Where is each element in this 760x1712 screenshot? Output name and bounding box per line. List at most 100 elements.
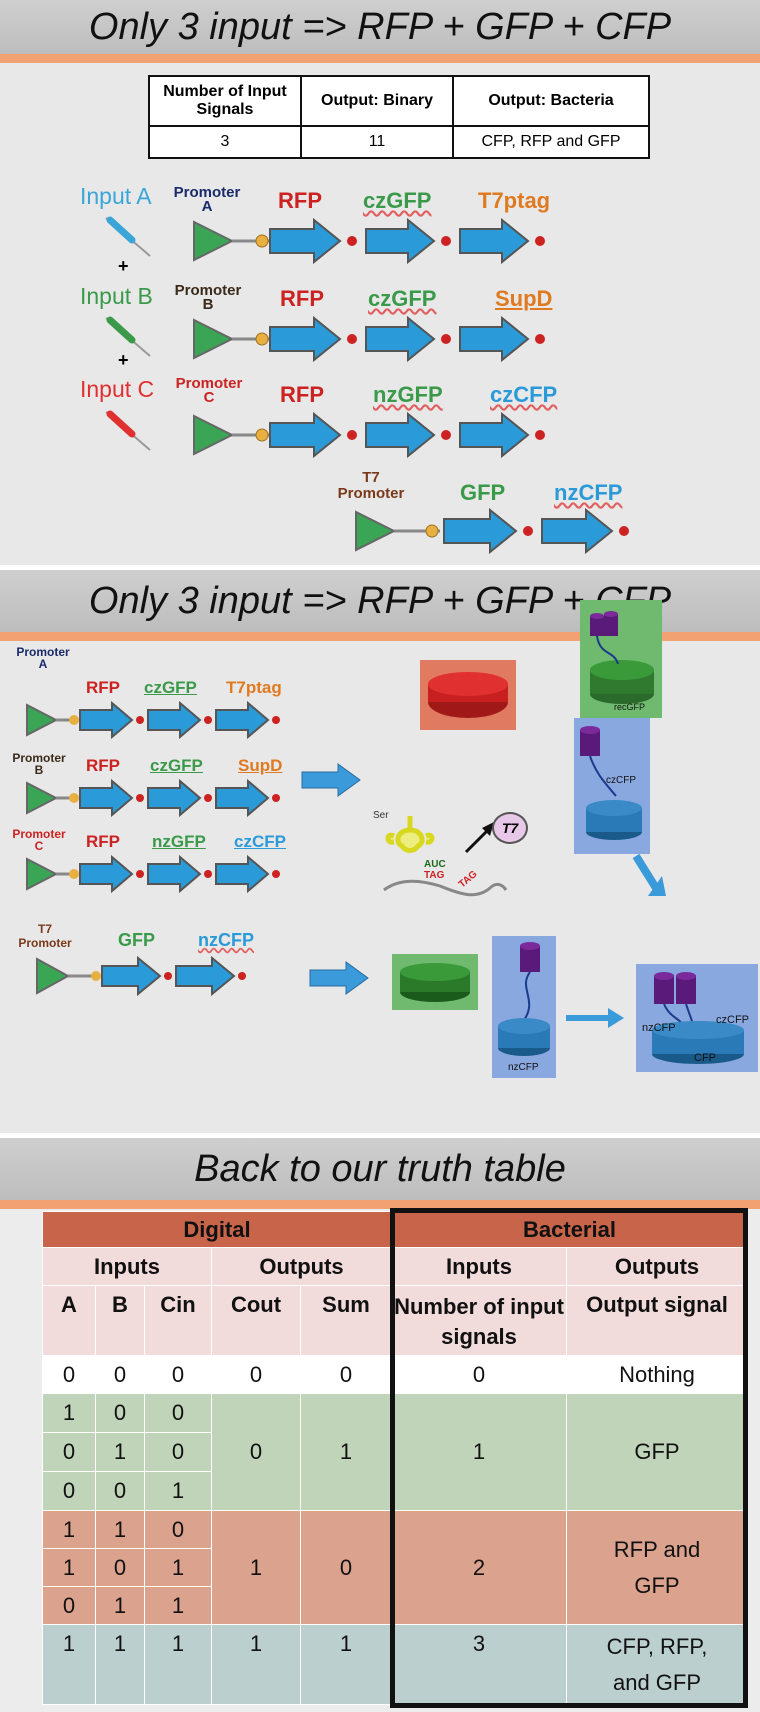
cell-b: 1 bbox=[95, 1432, 145, 1472]
cell-a: 0 bbox=[42, 1432, 96, 1472]
cell-cin: 1 bbox=[144, 1624, 212, 1705]
cell-a: 0 bbox=[42, 1471, 96, 1511]
gene-label-czcfp: czCFP bbox=[234, 832, 286, 851]
cell-sum: 0 bbox=[300, 1355, 392, 1394]
cell-b: 1 bbox=[95, 1510, 145, 1549]
gene-label-rfp: RFP bbox=[280, 382, 324, 407]
gene-label-t7ptag: T7ptag bbox=[478, 188, 551, 213]
cell-cout: 0 bbox=[211, 1355, 301, 1394]
cell-b: 0 bbox=[95, 1471, 145, 1511]
table-row: 1 0 0 0 1 1 GFP bbox=[42, 1393, 748, 1511]
title-accent-bar bbox=[0, 1200, 760, 1209]
gene-label-czgfp: czGFP bbox=[368, 286, 437, 311]
arrow-right-icon bbox=[309, 961, 369, 995]
recgfp-label: recGFP bbox=[614, 702, 646, 712]
gene-label-nzcfp: nzCFP bbox=[198, 930, 254, 950]
auc-label: AUC bbox=[424, 859, 446, 870]
cell-a: 1 bbox=[42, 1510, 96, 1549]
cell-bacteria: CFP, RFP and GFP bbox=[452, 125, 650, 159]
gene-label-supd: SupD bbox=[238, 756, 283, 775]
cell-output-signal: Nothing bbox=[566, 1355, 748, 1394]
cell-a: 1 bbox=[42, 1393, 96, 1433]
plus-sign: + bbox=[118, 256, 129, 276]
czcfp-protein-icon bbox=[580, 726, 642, 840]
col-output-signal: Output signal bbox=[566, 1285, 748, 1356]
czcfp-label: czCFP bbox=[606, 775, 636, 786]
col-b: B bbox=[95, 1285, 145, 1356]
gene-label-nzcfp: nzCFP bbox=[554, 480, 623, 505]
gfp-protein-icon bbox=[400, 963, 470, 1002]
gene-label-czgfp: czGFP bbox=[144, 678, 197, 697]
cell-b: 1 bbox=[95, 1586, 145, 1625]
cell-output-signal: CFP, RFP, and GFP bbox=[566, 1624, 748, 1705]
truth-table: Digital Bacterial Inputs Outputs Inputs … bbox=[42, 1211, 748, 1705]
col-num-signals: Number of input signals bbox=[391, 1285, 567, 1356]
cell-sum: 0 bbox=[300, 1510, 392, 1625]
syringe-b-icon bbox=[105, 316, 151, 357]
cell-num-signals: 2 bbox=[391, 1510, 567, 1625]
cell-b: 1 bbox=[95, 1624, 145, 1705]
slide-1: Only 3 input => RFP + GFP + CFP Number o… bbox=[0, 0, 760, 565]
cell-cin: 0 bbox=[144, 1355, 212, 1394]
gene-label-czgfp: czGFP bbox=[363, 188, 432, 213]
digital-header: Digital bbox=[42, 1211, 392, 1248]
tag-label: TAG bbox=[424, 870, 445, 881]
gene-label-rfp: RFP bbox=[278, 188, 322, 213]
slide-1-title: Only 3 input => RFP + GFP + CFP bbox=[0, 0, 760, 54]
digital-inputs-header: Inputs bbox=[42, 1247, 212, 1286]
arrow-down-icon bbox=[632, 853, 666, 896]
gene-label-rfp: RFP bbox=[86, 832, 120, 851]
trna-icon bbox=[385, 816, 435, 853]
nzcfp-label: nzCFP bbox=[642, 1022, 676, 1034]
input-c-label: Input C bbox=[80, 376, 155, 402]
cell-a: 1 bbox=[42, 1624, 96, 1705]
slide-3-title: Back to our truth table bbox=[0, 1138, 760, 1200]
arrow-right-icon bbox=[566, 1008, 624, 1028]
col-cin: Cin bbox=[144, 1285, 212, 1356]
gene-label-rfp: RFP bbox=[280, 286, 324, 311]
gene-label-rfp: RFP bbox=[86, 756, 120, 775]
small-circuit-a bbox=[26, 700, 280, 740]
bacterial-inputs-header: Inputs bbox=[391, 1247, 567, 1286]
cell-cin: 1 bbox=[144, 1586, 212, 1625]
col-cout: Cout bbox=[211, 1285, 301, 1356]
col-a: A bbox=[42, 1285, 96, 1356]
cell-cout: 1 bbox=[211, 1510, 301, 1625]
genetic-circuit-a bbox=[193, 217, 545, 265]
ser-label: Ser bbox=[373, 810, 389, 821]
title-accent-bar bbox=[0, 54, 760, 63]
nzcfp-protein-icon bbox=[498, 942, 550, 1056]
cell-sum: 1 bbox=[300, 1393, 392, 1511]
arrow-up-icon bbox=[464, 822, 494, 854]
slide-2: Only 3 input => RFP + GFP + CFP Promoter… bbox=[0, 570, 760, 1133]
cell-b: 0 bbox=[95, 1393, 145, 1433]
gene-label-gfp: GFP bbox=[118, 930, 156, 950]
small-circuit-t7 bbox=[36, 955, 246, 997]
nzcfp-label: nzCFP bbox=[508, 1062, 539, 1073]
cell-num-signals: 3 bbox=[391, 1624, 567, 1705]
small-circuit-b bbox=[26, 778, 280, 818]
cell-output-signal: GFP bbox=[566, 1393, 748, 1511]
input-a-label: Input A bbox=[80, 183, 152, 209]
cell-cin: 0 bbox=[144, 1393, 212, 1433]
cell-cout: 1 bbox=[211, 1624, 301, 1705]
cell-binary: 11 bbox=[300, 125, 454, 159]
bacterial-header: Bacterial bbox=[391, 1211, 748, 1248]
cell-num-signals: 1 bbox=[391, 1393, 567, 1511]
cell-cin: 1 bbox=[144, 1548, 212, 1587]
genetic-circuit-c bbox=[193, 411, 545, 459]
cell-cin: 1 bbox=[144, 1471, 212, 1511]
bacterial-outputs-header: Outputs bbox=[566, 1247, 748, 1286]
syringe-a-icon bbox=[105, 216, 151, 257]
cell-sum: 1 bbox=[300, 1624, 392, 1705]
header-input-signals: Number of Input Signals bbox=[148, 75, 302, 127]
cell-num-signals: 0 bbox=[391, 1355, 567, 1394]
t7-label: T7 bbox=[501, 820, 519, 836]
gene-label-supd: SupD bbox=[495, 286, 553, 311]
